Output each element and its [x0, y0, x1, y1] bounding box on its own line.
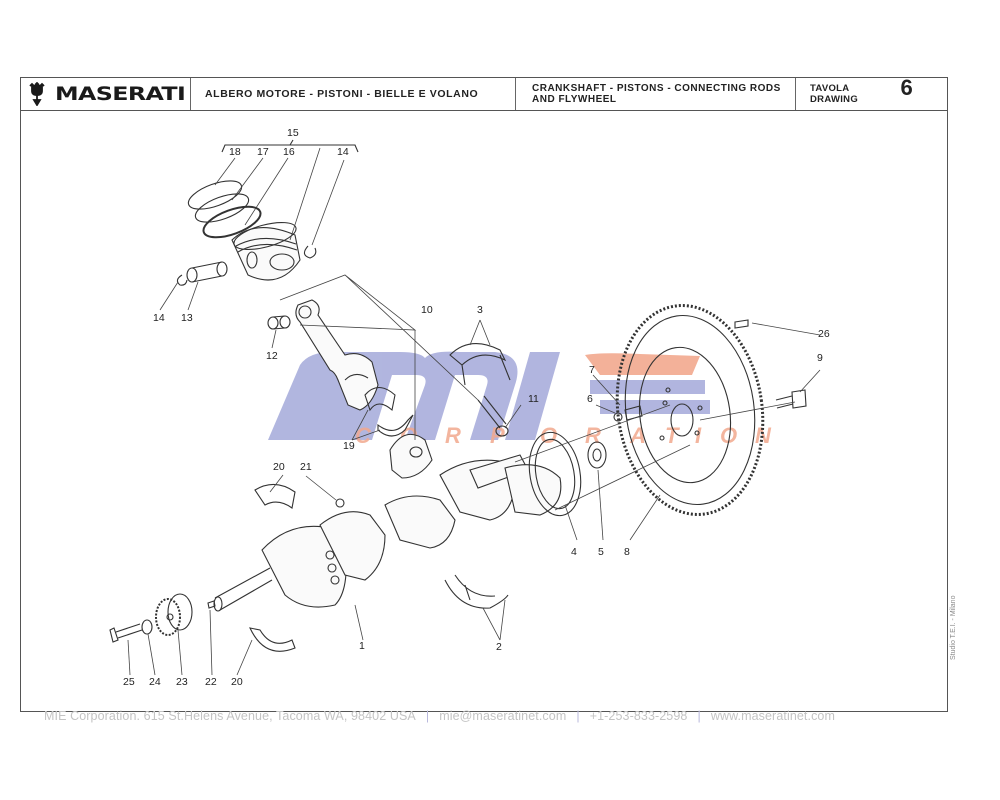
title-block: MASERATI ALBERO MOTORE - PISTONI - BIELL…	[21, 77, 947, 111]
callout-18: 18	[229, 146, 241, 158]
footer-separator: |	[576, 709, 580, 723]
rod-bearing-lower	[377, 414, 414, 437]
callout-2: 2	[496, 641, 502, 653]
callout-26: 26	[818, 328, 830, 340]
callout-5: 5	[598, 546, 604, 558]
callout-7: 7	[589, 364, 595, 376]
callout-14-left: 14	[153, 312, 165, 324]
footer-contact: MIE Corporation. 615 St.Helens Avenue, T…	[44, 709, 835, 723]
callout-14-right: 14	[337, 146, 349, 158]
title-english: CRANKSHAFT - PISTONS - CONNECTING RODS A…	[516, 78, 796, 110]
callout-25: 25	[123, 676, 135, 688]
maserati-trident-icon	[29, 82, 45, 106]
connecting-rod	[295, 299, 379, 411]
brand-cell: MASERATI	[21, 78, 191, 110]
main-bearing-shells	[444, 574, 509, 609]
rod-bearing-upper	[364, 386, 396, 412]
dowel-7	[624, 405, 643, 421]
crank-bolt	[109, 623, 143, 643]
callout-16: 16	[283, 146, 295, 158]
circlip-right	[303, 245, 317, 259]
callout-12: 12	[266, 350, 278, 362]
footer-address: MIE Corporation. 615 St.Helens Avenue, T…	[44, 709, 416, 723]
brand-logo: MASERATI	[55, 83, 186, 105]
small-end-bushing	[267, 315, 291, 330]
pilot-bearing	[587, 441, 607, 469]
callout-11: 11	[528, 393, 539, 405]
callout-24: 24	[149, 676, 161, 688]
callout-3: 3	[477, 304, 483, 316]
drawing-number-cell: TAVOLA DRAWING 6	[796, 77, 947, 110]
footer-separator: |	[697, 709, 701, 723]
dowel-26	[734, 319, 749, 329]
timing-gear	[155, 593, 193, 636]
callout-9: 9	[817, 352, 823, 364]
oil-seal	[528, 431, 582, 517]
leader-lines	[127, 147, 821, 676]
callout-22: 22	[205, 676, 217, 688]
drawing-label-en: DRAWING	[810, 94, 859, 105]
callout-4: 4	[571, 546, 577, 558]
callout-20-upper: 20	[273, 461, 285, 473]
callout-15: 15	[287, 127, 299, 139]
title-italian: ALBERO MOTORE - PISTONI - BIELLE E VOLAN…	[191, 78, 516, 110]
callout-6: 6	[587, 393, 593, 405]
washer	[141, 619, 153, 635]
piston	[231, 221, 301, 281]
callout-23: 23	[176, 676, 188, 688]
main-bearing-lower	[249, 627, 296, 652]
title-english-line2: AND FLYWHEEL	[532, 94, 617, 105]
circlip-left	[176, 274, 188, 286]
callout-10: 10	[421, 304, 433, 316]
callout-8: 8	[624, 546, 630, 558]
callout-17: 17	[257, 146, 269, 158]
woodruff-key	[207, 600, 216, 609]
main-bearing-upper	[254, 483, 296, 509]
crankshaft	[213, 454, 562, 612]
footer-phone: +1-253-833-2598	[589, 709, 688, 723]
piston-group-bracket	[221, 139, 359, 153]
drawing-frame: MASERATI ALBERO MOTORE - PISTONI - BIELL…	[20, 77, 948, 712]
callout-1: 1	[359, 640, 365, 652]
footer-email[interactable]: mie@maseratinet.com	[439, 709, 567, 723]
piston-rings	[187, 180, 262, 239]
callout-13: 13	[181, 312, 193, 324]
flywheel-bolt	[775, 389, 807, 409]
rod-bolt	[477, 395, 509, 437]
title-italian-text: ALBERO MOTORE - PISTONI - BIELLE E VOLAN…	[205, 88, 479, 100]
dowel-6	[613, 412, 623, 422]
studio-credit: Studio T.E.I. - Milano	[950, 595, 957, 660]
footer-separator: |	[425, 709, 430, 723]
callout-19: 19	[343, 440, 355, 452]
title-english-line1: CRANKSHAFT - PISTONS - CONNECTING RODS	[532, 83, 781, 94]
footer-website[interactable]: www.maseratinet.com	[710, 709, 835, 723]
drawing-label-it: TAVOLA	[810, 83, 850, 94]
plug	[335, 498, 345, 508]
flywheel	[615, 304, 765, 516]
callout-21: 21	[300, 461, 312, 473]
piston-pin	[186, 261, 228, 283]
thrust-washers	[449, 343, 511, 386]
callout-20-lower: 20	[231, 676, 243, 688]
rod-cap	[389, 433, 433, 479]
